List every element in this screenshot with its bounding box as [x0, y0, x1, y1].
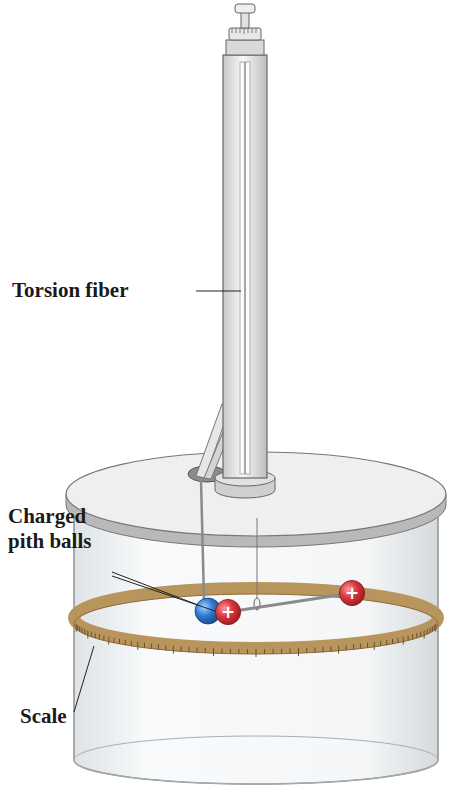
scale-tick: [76, 624, 77, 632]
callout-label: Charged pith balls: [8, 504, 126, 554]
scale-tick: [353, 644, 354, 649]
scale-tick: [427, 629, 428, 634]
scale-tick: [298, 648, 299, 656]
scale-tick: [360, 644, 361, 649]
pith-ball: +: [215, 599, 241, 625]
scale-tick: [416, 633, 417, 638]
scale-tick: [144, 643, 145, 648]
scale-tick: [256, 649, 257, 657]
scale-tick: [420, 632, 421, 637]
ball-circle: [339, 580, 364, 605]
torsion-fiber: [245, 62, 246, 474]
dial: [229, 28, 261, 40]
charge-sign: +: [215, 599, 241, 625]
dial-ticks: [232, 28, 256, 34]
tube-slot: [240, 62, 250, 474]
scale-tick: [165, 645, 166, 650]
scale-tick: [151, 644, 152, 649]
scale-tick: [125, 640, 126, 645]
scale-tick: [330, 646, 331, 651]
fiber-clip: [254, 598, 260, 610]
scale-tick: [77, 625, 78, 630]
scale-tick: [338, 646, 339, 654]
scale-tick: [392, 639, 393, 644]
scale-tick: [435, 624, 436, 632]
fixed-rod: [201, 480, 204, 600]
leader-line: [112, 576, 221, 613]
scale-tick: [131, 641, 132, 646]
torsion-tube: [223, 55, 267, 478]
scale-tick: [87, 630, 88, 638]
scale-ring: [74, 588, 438, 648]
scale-tick: [99, 634, 100, 639]
leader-line: [74, 646, 94, 712]
scale-tick: [181, 646, 182, 651]
charge-sign: +: [339, 580, 365, 606]
scale-ticks: [76, 624, 436, 657]
scale-tick: [386, 640, 387, 645]
torsion-rod: [241, 595, 339, 610]
scale-tick: [113, 638, 114, 643]
scale-tick: [374, 642, 375, 650]
scale-tick: [429, 628, 430, 633]
knob-stem: [241, 12, 249, 28]
scale-tick: [103, 635, 104, 640]
scale-tick: [91, 632, 92, 637]
scale-tick: [84, 629, 85, 634]
scale-tick: [432, 626, 433, 631]
scale-tick: [346, 645, 347, 650]
cylinder-base: [74, 736, 438, 784]
scale-tick: [322, 647, 323, 652]
scale-tick: [424, 630, 425, 638]
pith-ball: +: [339, 580, 365, 606]
scale-tick: [290, 648, 291, 653]
scale-tick: [403, 637, 404, 645]
scale-tick: [221, 648, 222, 653]
scale-tick: [82, 628, 83, 633]
ball-circle: [215, 599, 240, 624]
scale-tick: [314, 647, 315, 652]
leader-line: [112, 572, 198, 605]
leader-line: [196, 291, 241, 292]
scale-tick: [108, 637, 109, 645]
scale-ring-edge: [74, 594, 438, 654]
knob-cap: [235, 4, 255, 13]
scale-tick: [380, 641, 381, 646]
scale-tick: [95, 633, 96, 638]
collar: [226, 40, 264, 55]
scale-tick: [398, 638, 399, 643]
scale-tick: [273, 649, 274, 654]
scale-tick: [408, 635, 409, 640]
scale-tick: [213, 648, 214, 656]
scale-tick: [264, 649, 265, 654]
scale-tick: [119, 639, 120, 644]
callout-label: Torsion fiber: [12, 278, 202, 303]
callout-label: Scale: [20, 704, 120, 729]
scale-tick: [137, 642, 138, 650]
scale-tick: [367, 643, 368, 648]
scale-tick: [281, 649, 282, 654]
inner-fiber: [257, 518, 258, 603]
scale-tick: [238, 649, 239, 654]
scale-tick: [434, 625, 435, 630]
scale-tick: [230, 649, 231, 654]
scale-tick: [158, 644, 159, 649]
scale-tick: [247, 649, 248, 654]
scale-tick: [173, 646, 174, 654]
scale-tick: [205, 648, 206, 653]
scale-tick: [412, 634, 413, 639]
scale-tick: [306, 648, 307, 653]
scale-tick: [189, 647, 190, 652]
scale-tick: [197, 647, 198, 652]
scale-tick: [79, 626, 80, 631]
